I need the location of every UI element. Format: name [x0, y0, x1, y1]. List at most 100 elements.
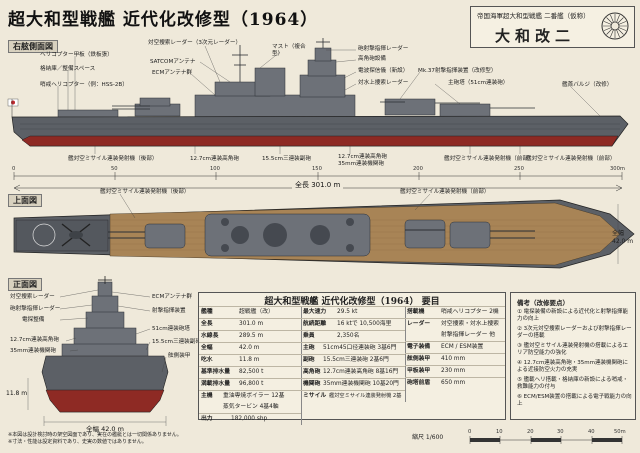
notes-panel: 備考（改修要点） ① 電探装備の新設による近代化と射撃指揮能力の向上 ② 3次元…: [510, 292, 636, 420]
scale-tick-30: 30: [557, 429, 564, 435]
annotation-front-fc-radar: 砲射撃指揮レーダー: [10, 306, 61, 312]
aft-turret-top: [144, 223, 186, 249]
note-item: ⑥ ECM/ESM装置の搭載による電子戦能力の向上: [517, 394, 632, 407]
ruler-tick-50: 50: [111, 166, 118, 172]
annotation-front-ecm: ECMアンテナ群: [152, 294, 193, 300]
scale-tick-0: 0: [468, 429, 472, 435]
ruler-tick-100: 100: [210, 166, 220, 172]
section-label-top: 上面図: [8, 194, 42, 207]
section-label-front: 正面図: [8, 278, 42, 291]
annotation-heli-deck: ヘリコプター甲板（鉄板張）: [40, 52, 113, 58]
note-item: ③ 艦対空ミサイル連装発射機の搭載によるエリア防空能力の強化: [517, 343, 629, 356]
front-waterline: [45, 389, 165, 413]
annotation-fwd-sam-2: 艦対空ミサイル連装発射機（前部）: [526, 156, 616, 162]
ruler-tick-250: 250: [514, 166, 524, 172]
spec-row: 主機重油専焼ボイラー 12基: [199, 390, 301, 402]
note-item: ② 3次元対空捜索レーダーおよび射撃指揮レーダーの搭載: [517, 326, 632, 339]
forward-turret-2: [384, 98, 436, 116]
annotation-155-gun: 15.5cm三連装副砲: [262, 156, 311, 162]
annotation-ecm: ECMアンテナ群: [152, 70, 193, 76]
footnote-line-2: ※寸法・性能は設定資料であり、史実の数値ではありません。: [8, 439, 147, 445]
scale-tick-20: 20: [527, 429, 534, 435]
annotation-mk37: Mk.37射撃指揮装置（改修型）: [418, 68, 497, 74]
front-view-drawing: [27, 276, 169, 426]
side-view-drawing: [7, 38, 629, 192]
scale-label: 縮尺 1/600: [412, 434, 444, 441]
annotation-fwd-sam: 艦対空ミサイル連装発射機（前部）: [444, 156, 534, 162]
scale-tick-40: 40: [588, 429, 595, 435]
ruler-tick-0: 0: [12, 166, 16, 172]
section-label-side: 右舷側面図: [8, 40, 58, 53]
annotation-hangar: 格納庫／整備スペース: [40, 66, 96, 72]
annotation-front-155: 15.5cm三連装副砲: [152, 339, 201, 345]
note-item: ⑤ 艦載ヘリ搭載・格納庫の新設による哨戒・救難能力の付与: [517, 377, 629, 390]
scale-tick-10: 10: [496, 429, 503, 435]
notes-title: 備考（改修要点）: [517, 299, 569, 307]
annotation-front-127: 12.7cm連装高角砲: [10, 337, 59, 343]
annotation-mast: マスト（複合型）: [272, 44, 306, 57]
chrysanthemum-emblem-icon: [601, 12, 629, 40]
ruler-tick-150: 150: [312, 166, 322, 172]
annotation-front-35mm: 35mm連装機関砲: [10, 348, 56, 354]
page-title: 超大和型戦艦 近代化改修型（1964）: [8, 10, 319, 30]
spec-row: 搭載機哨戒ヘリコプター 2機: [405, 306, 505, 318]
annotation-satcom: SATCOMアンテナ: [150, 59, 196, 65]
annotation-front-fc: 射撃指揮装置: [152, 308, 186, 314]
superstructure-top: [204, 213, 371, 257]
footnote: ※本図は設計検討時の架空図面であり、実在の艦艇とは一切関係ありません。 ※寸法・…: [8, 432, 182, 446]
annotation-fc-radar: 砲射撃指揮レーダー: [358, 46, 409, 52]
annotation-3d-radar: 対空捜索レーダー（3次元レーダー）: [148, 40, 242, 46]
front-beam-dim: 全幅 42.0 m: [86, 425, 124, 433]
cartouche-ship-name: 大和改二: [495, 27, 576, 45]
title-cartouche: 帝国海軍超大和型戦艦 二番艦（仮称） 大和改二: [470, 6, 635, 48]
hull-waterline: [21, 135, 619, 147]
spec-row: 蒸気タービン 4基4軸: [223, 404, 279, 410]
fwd-turret-top-1: [449, 221, 491, 249]
annotation-top-aft-sam: 艦対空ミサイル連装発射機（後部）: [100, 189, 190, 195]
beam-label-top: 全幅 42.0 m: [612, 230, 634, 245]
spec-col-3: 搭載機哨戒ヘリコプター 2機 レーダー対空捜索・対水上捜索 射撃指揮レーダー 他…: [405, 306, 505, 389]
scale-tick-50: 50m: [614, 429, 626, 435]
annotation-aft-sam: 艦対空ミサイル連装発射機（後部）: [68, 156, 158, 162]
spec-heading: 超大和型戦艦 近代化改修型（1964） 要目: [264, 297, 440, 307]
footnote-line-1: ※本図は設計検討時の架空図面であり、実在の艦艇とは一切関係ありません。: [8, 432, 182, 438]
cartouche-subtitle: 帝国海軍超大和型戦艦 二番艦（仮称）: [477, 12, 590, 20]
annotation-top-fwd-sam: 艦対空ミサイル連装発射機（前部）: [400, 189, 490, 195]
spec-row: 射撃指揮レーダー 他: [441, 332, 496, 338]
spec-row: レーダー対空捜索・対水上捜索: [405, 318, 505, 330]
annotation-ha-gun: 高角砲設備: [358, 56, 386, 62]
annotation-front-radar: 電探整備: [22, 317, 45, 323]
ruler-tick-300: 300m: [610, 166, 625, 172]
ruler-tick-200: 200: [413, 166, 423, 172]
annotation-front-51cm: 51cm連装砲塔: [152, 326, 191, 332]
annotation-bow-bulge: 艦首バルジ（改修）: [562, 82, 613, 88]
fwd-turret-top-2: [404, 219, 446, 249]
annotation-front-armor: 舷側装甲: [168, 353, 191, 359]
annotation-main-turret: 主砲塔（51cm連装砲）: [448, 80, 509, 86]
spec-row: 艦種超戦艦（改）: [199, 306, 301, 318]
annotation-new-radar: 電波探信儀（新設）: [358, 68, 409, 74]
top-view-drawing: [13, 193, 635, 269]
annotation-front-air-radar: 対空捜索レーダー: [10, 294, 55, 300]
annotation-surface-radar: 対水上捜索レーダー: [358, 80, 409, 86]
